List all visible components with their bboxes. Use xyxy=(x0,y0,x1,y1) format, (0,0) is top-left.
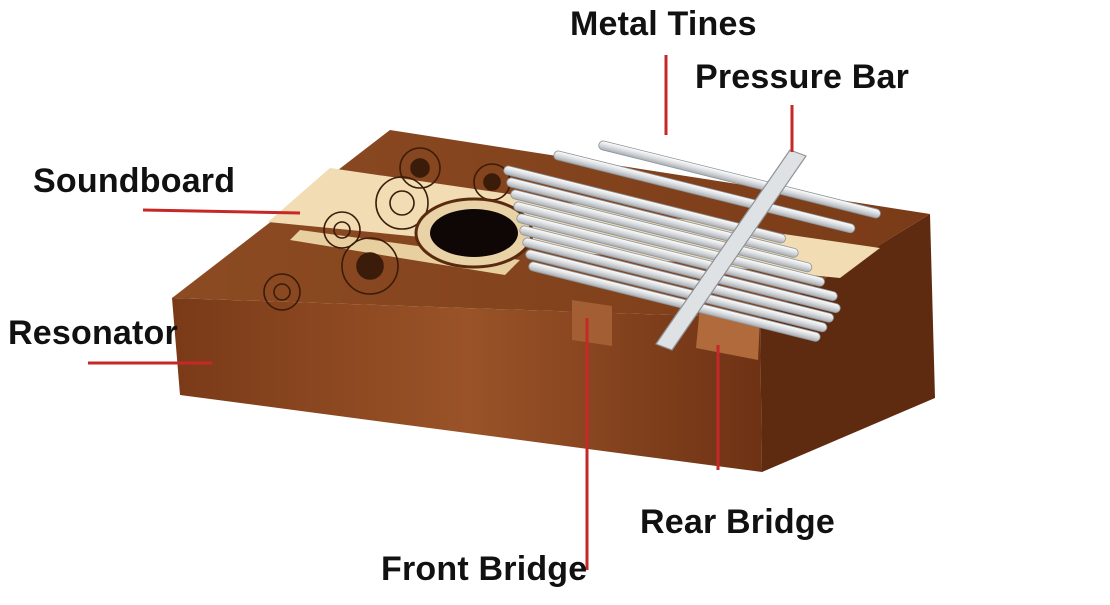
front-bridge-label: Front Bridge xyxy=(381,550,588,588)
pressure-bar xyxy=(655,149,807,351)
resonator-front-face xyxy=(172,298,762,472)
resonator-side-face xyxy=(760,214,935,472)
pressure-bar-label: Pressure Bar xyxy=(695,58,910,96)
metal-tines-label: Metal Tines xyxy=(570,5,757,43)
resonator-label: Resonator xyxy=(8,314,178,352)
soundboard-label: Soundboard xyxy=(33,162,236,200)
rear-bridge-label: Rear Bridge xyxy=(640,503,835,541)
sunflower-engravings xyxy=(263,147,511,311)
leader-lines xyxy=(88,55,794,570)
soundboard-leader xyxy=(142,208,301,215)
metal-tines-group xyxy=(503,140,881,342)
sound-hole xyxy=(430,209,518,257)
front-bridge-block xyxy=(572,300,612,346)
